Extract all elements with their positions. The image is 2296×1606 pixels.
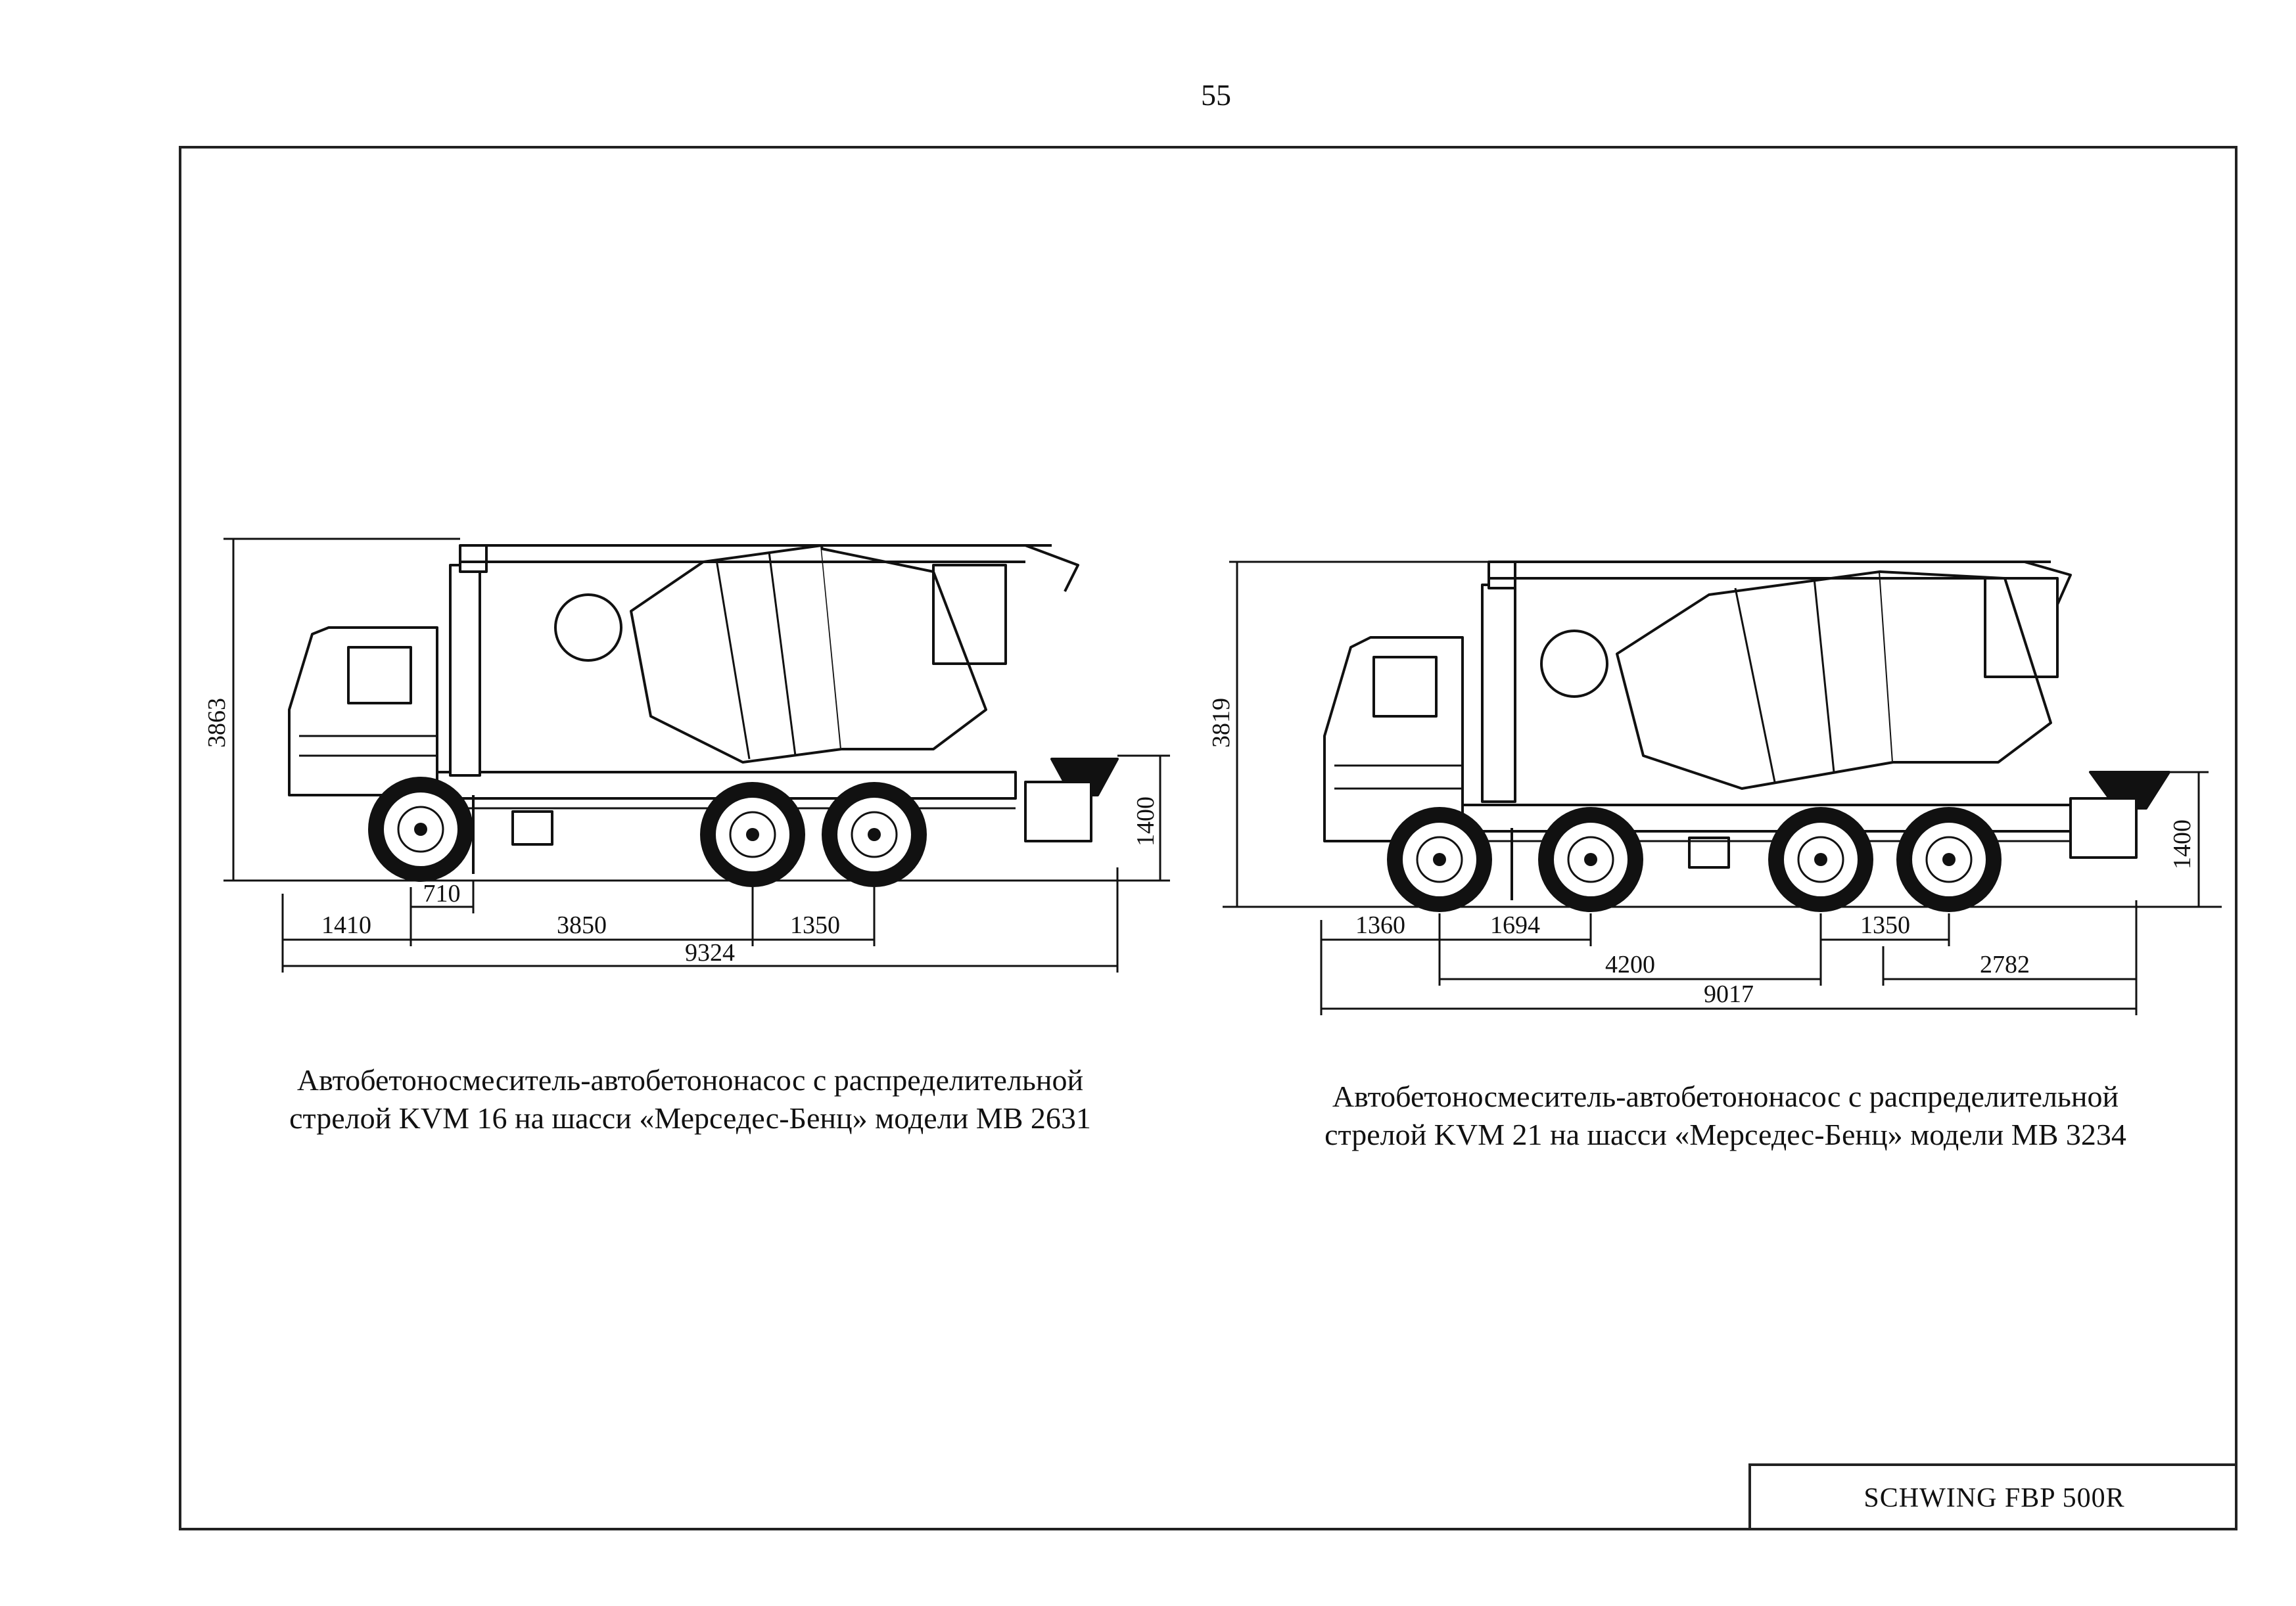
left-dimension-lines [223,538,1170,973]
right-rear-wheel-1 [1767,806,1875,913]
left-height-label: 3863 [203,698,231,748]
title-block: SCHWING FBP 500R [1748,1463,2237,1530]
left-rear-wheel-2 [820,781,928,888]
right-hopper-height-label: 1400 [2168,819,2196,869]
left-outrigger-label: 710 [423,880,461,907]
right-truck-drawing [1223,561,2222,908]
title-block-label: SCHWING FBP 500R [1863,1483,2125,1513]
right-front-axle-label: 1694 [1490,911,1540,939]
right-front-wheel-1 [1386,806,1493,913]
left-hopper-height-label: 1400 [1132,796,1160,846]
left-dimension-labels: 3863 1400 1410 710 3850 1350 9324 [203,698,1160,967]
right-rear-axle-label: 1350 [1860,911,1910,939]
left-caption-line-2: стрелой KVM 16 на шасси «Мерседес-Бенц» … [289,1101,1091,1135]
right-caption-line-1: Автобетоносмеситель-автобетононасос с ра… [1332,1080,2119,1113]
right-overall-length-label: 9017 [1704,980,1754,1008]
left-wheelbase-label: 3850 [557,911,607,939]
right-front-overhang-label: 1360 [1355,911,1405,939]
left-front-overhang-label: 1410 [321,911,371,939]
page-number: 55 [1201,78,1231,112]
left-caption-line-1: Автобетоносмеситель-автобетононасос с ра… [296,1063,1084,1097]
right-wheelbase-label: 4200 [1605,951,1655,978]
right-rear-wheel-2 [1895,806,2003,913]
right-caption-line-2: стрелой KVM 21 на шасси «Мерседес-Бенц» … [1324,1118,2126,1151]
right-rear-section-label: 2782 [1980,951,2030,978]
left-rear-wheel-1 [699,781,807,888]
left-truck-drawing [223,544,1170,882]
left-front-wheel [367,775,475,883]
right-front-wheel-2 [1537,806,1645,913]
right-dimension-labels: 3819 1400 1360 1694 4200 1350 2782 9017 [1207,698,2196,1008]
right-dimension-lines [1229,561,2209,1015]
left-overall-length-label: 9324 [685,939,735,967]
drawing-frame [179,146,2237,1530]
left-rear-axle-label: 1350 [790,911,840,939]
right-height-label: 3819 [1207,698,1235,748]
